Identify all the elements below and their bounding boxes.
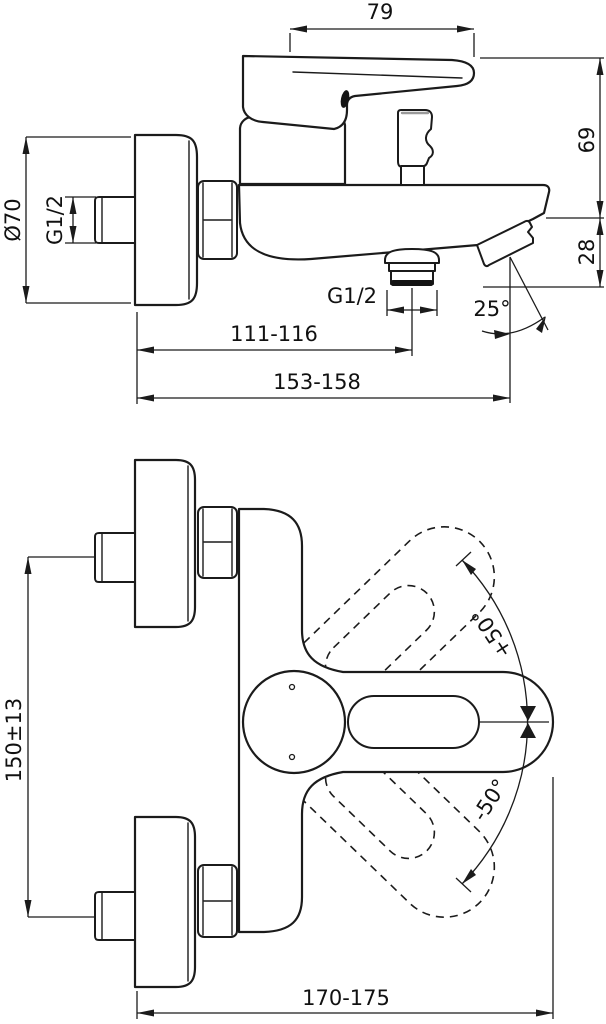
dim-label-wall-to-tip: 153-158 [273, 370, 361, 394]
dim-label-overall-width: 170-175 [302, 986, 390, 1010]
inlet-nipple-side [94, 196, 136, 244]
plan-view-dimensions: 150±13 170-175 [2, 556, 554, 1019]
spout-outlet [476, 219, 534, 268]
handle-base-circle [241, 669, 347, 775]
plan-view-drawing: +50° -50° 150±13 170-175 [2, 458, 555, 1019]
dim-label-lever-length: 79 [367, 0, 394, 24]
side-view-dimensions: 79 69 28 Ø70 [1, 0, 604, 404]
handle-dot-lower [288, 753, 296, 761]
lever-position-down-dashed [247, 675, 496, 918]
shower-outlet-cap [384, 248, 440, 264]
lever-top-edge-line [292, 71, 463, 79]
dim-label-spout-drop-28: 28 [575, 239, 599, 266]
dim-label-inlet-spacing: 150±13 [2, 698, 26, 782]
dim-label-spout-angle: 25° [473, 297, 510, 321]
lever-handle-side [241, 54, 476, 131]
wall-flange-plan-lower [133, 815, 197, 989]
wall-flange-side [133, 133, 199, 307]
dim-label-wall-to-outlet: 111-116 [230, 322, 318, 346]
diverter-knob-stem [400, 165, 425, 186]
lever-slot [347, 695, 480, 749]
lever-pivot-dot [340, 90, 350, 108]
dim-label-outlet-thread: G1/2 [327, 284, 377, 308]
wall-flange-plan-upper [133, 458, 197, 629]
dim-label-inlet-thread: G1/2 [43, 195, 67, 245]
shower-outlet-thread-band [391, 280, 433, 286]
shower-outlet-ring [388, 262, 436, 272]
lever-position-up-dashed [247, 526, 496, 769]
dim-label-flange-diameter: Ø70 [1, 198, 25, 241]
dim-label-swing-down: -50° [468, 775, 513, 826]
inlet-nipple-plan-upper [94, 532, 136, 583]
diverter-knob [397, 109, 434, 168]
side-view-drawing: 79 69 28 Ø70 [1, 0, 604, 404]
dim-label-height-69: 69 [575, 127, 599, 154]
inlet-nipple-plan-lower [94, 891, 136, 941]
handle-dot-upper [288, 683, 296, 691]
